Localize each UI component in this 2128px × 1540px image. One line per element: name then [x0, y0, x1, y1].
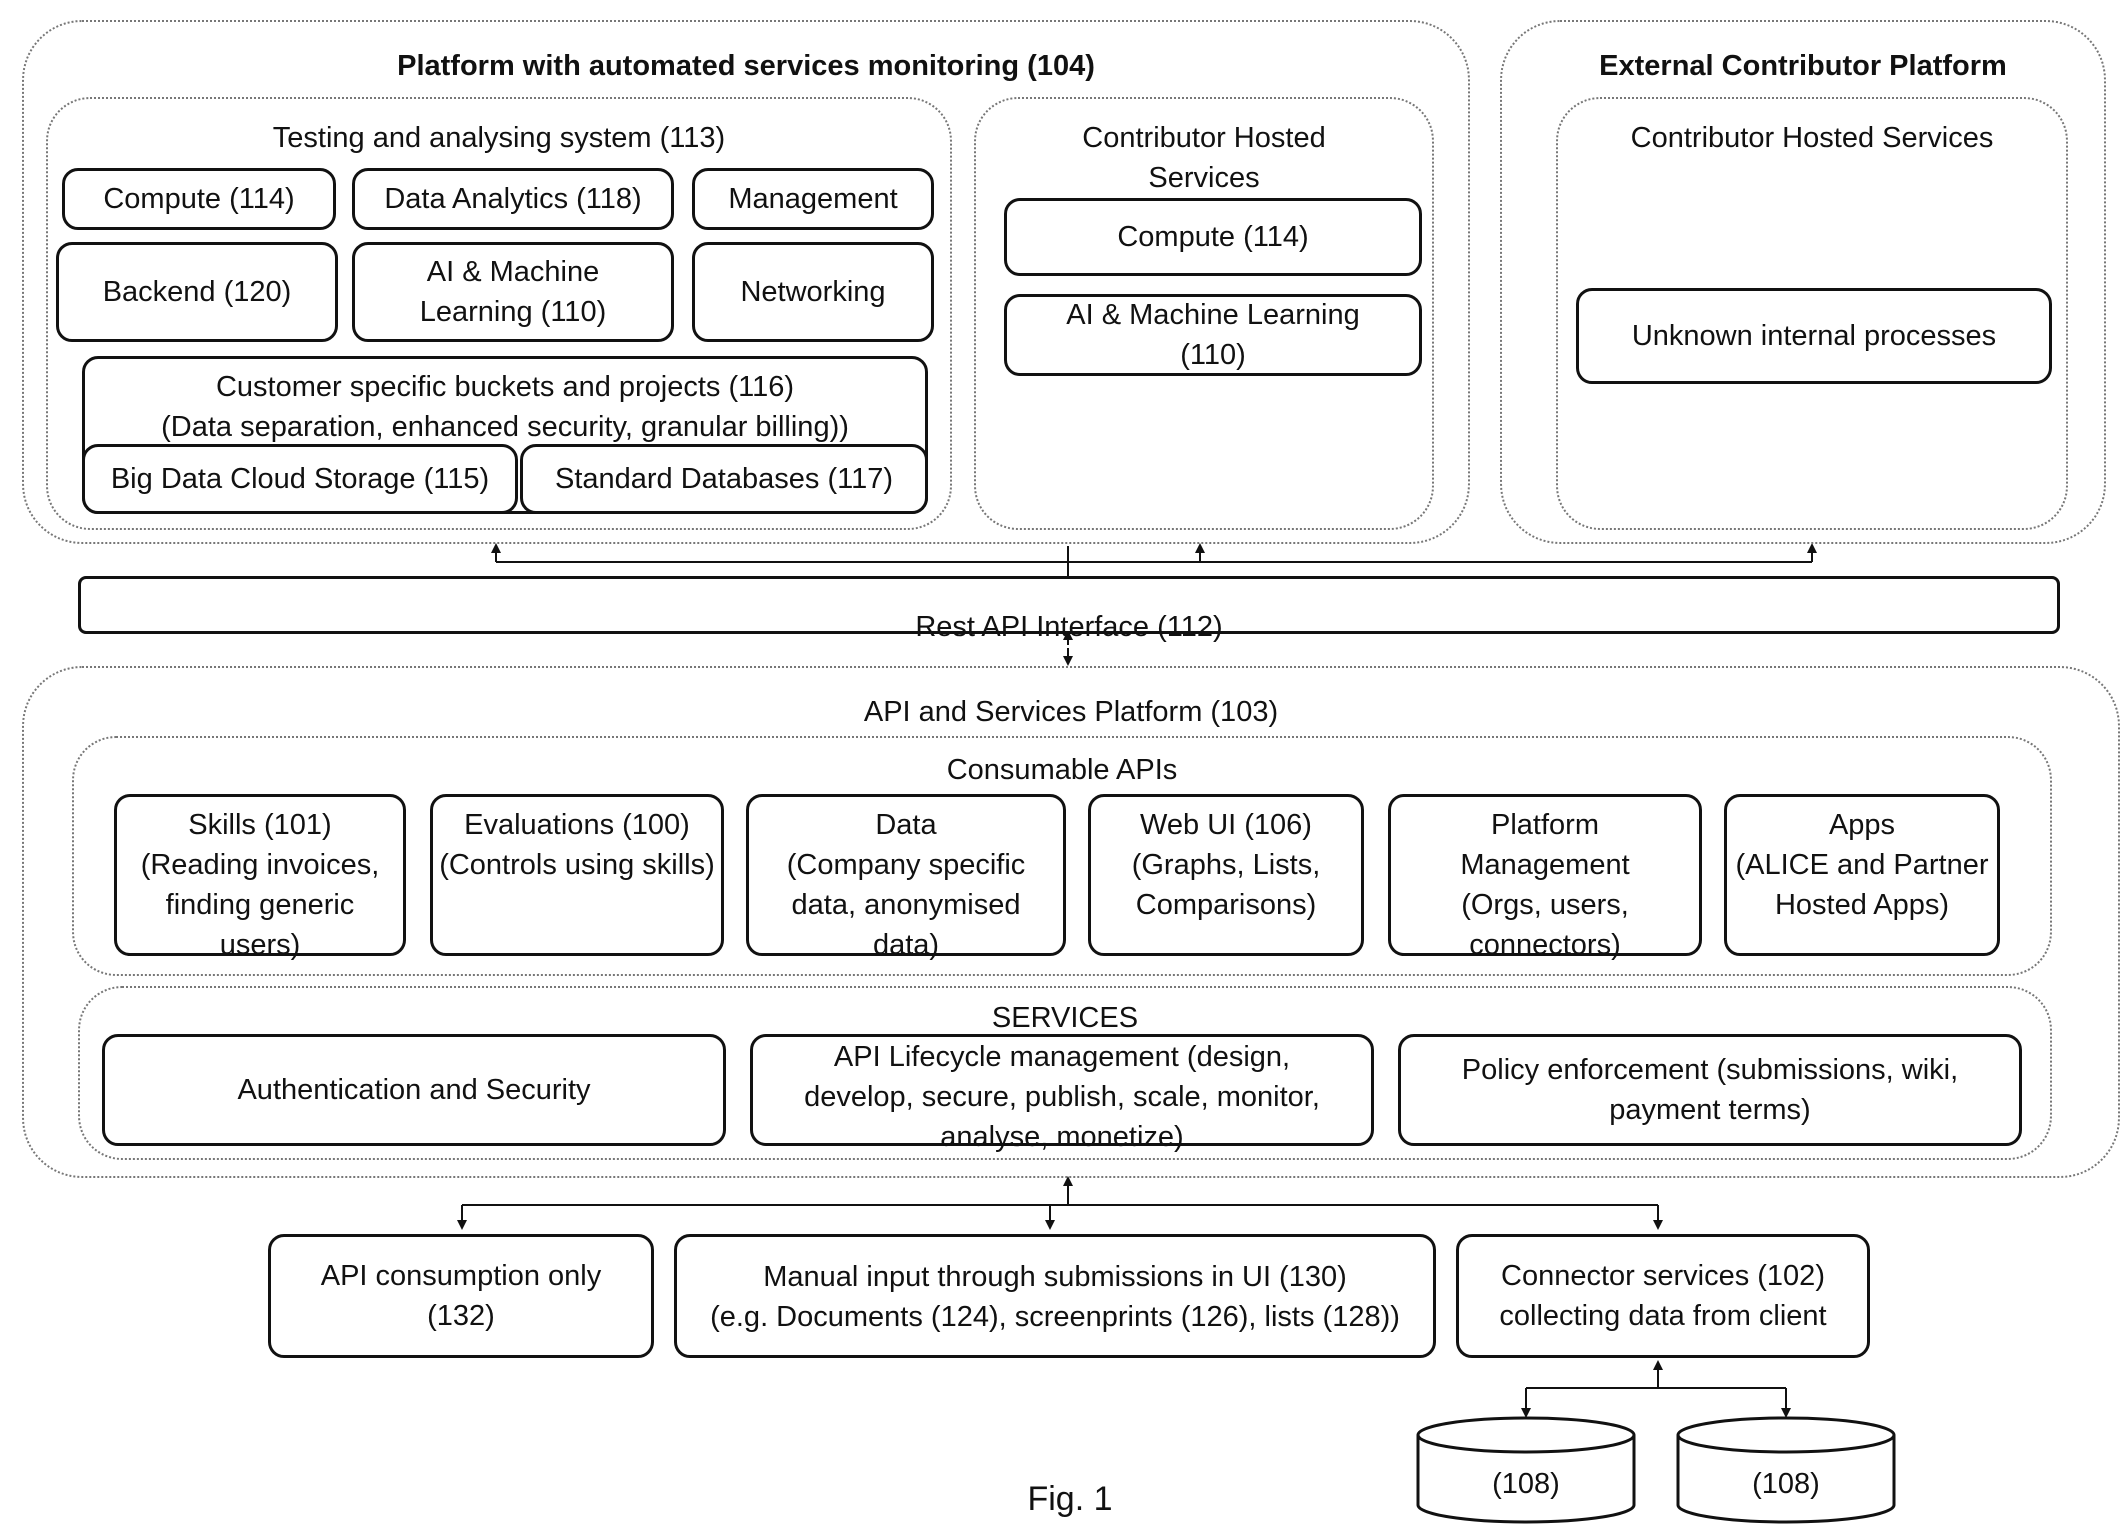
- consumable-apis-title: Consumable APIs: [72, 750, 2052, 790]
- customer-buckets-label: Customer specific buckets and projects (…: [161, 367, 849, 447]
- backend-box: Backend (120): [56, 242, 338, 342]
- platform-management-box: Platform Management (Orgs, users, connec…: [1388, 794, 1702, 956]
- external-platform-title: External Contributor Platform: [1500, 46, 2106, 86]
- ai-ml-box: AI & Machine Learning (110): [352, 242, 674, 342]
- policy-enforcement-box: Policy enforcement (submissions, wiki, p…: [1398, 1034, 2022, 1146]
- services-title: SERVICES: [78, 998, 2052, 1038]
- api-consumption-box: API consumption only (132): [268, 1234, 654, 1358]
- evaluations-box: Evaluations (100) (Controls using skills…: [430, 794, 724, 956]
- database-1-label: (108): [1418, 1464, 1634, 1504]
- contributor-hosted-title: Contributor Hosted Services: [974, 118, 1434, 198]
- authentication-box: Authentication and Security: [102, 1034, 726, 1146]
- platform-104-title: Platform with automated services monitor…: [22, 46, 1470, 86]
- data-analytics-box: Data Analytics (118): [352, 168, 674, 230]
- standard-databases-box: Standard Databases (117): [520, 444, 928, 514]
- apps-box: Apps (ALICE and Partner Hosted Apps): [1724, 794, 2000, 956]
- testing-system-title: Testing and analysing system (113): [46, 118, 952, 158]
- connector-services-box: Connector services (102) collecting data…: [1456, 1234, 1870, 1358]
- unknown-processes-box: Unknown internal processes: [1576, 288, 2052, 384]
- contributor-ai-ml-box: AI & Machine Learning (110): [1004, 294, 1422, 376]
- networking-box: Networking: [692, 242, 934, 342]
- external-hosted-title: Contributor Hosted Services: [1556, 118, 2068, 158]
- manual-input-box: Manual input through submissions in UI (…: [674, 1234, 1436, 1358]
- api-lifecycle-box: API Lifecycle management (design, develo…: [750, 1034, 1374, 1146]
- web-ui-box: Web UI (106) (Graphs, Lists, Comparisons…: [1088, 794, 1364, 956]
- figure-caption: Fig. 1: [980, 1476, 1160, 1523]
- big-data-storage-box: Big Data Cloud Storage (115): [82, 444, 518, 514]
- contributor-compute-box: Compute (114): [1004, 198, 1422, 276]
- database-cylinder-1-top: [1418, 1418, 1634, 1452]
- management-box: Management: [692, 168, 934, 230]
- rest-api-box: Rest API Interface (112): [78, 576, 2060, 634]
- compute-114-box: Compute (114): [62, 168, 336, 230]
- data-box: Data (Company specific data, anonymised …: [746, 794, 1066, 956]
- api-platform-title: API and Services Platform (103): [22, 692, 2120, 732]
- database-cylinder-2-top: [1678, 1418, 1894, 1452]
- skills-box: Skills (101) (Reading invoices, finding …: [114, 794, 406, 956]
- database-2-label: (108): [1678, 1464, 1894, 1504]
